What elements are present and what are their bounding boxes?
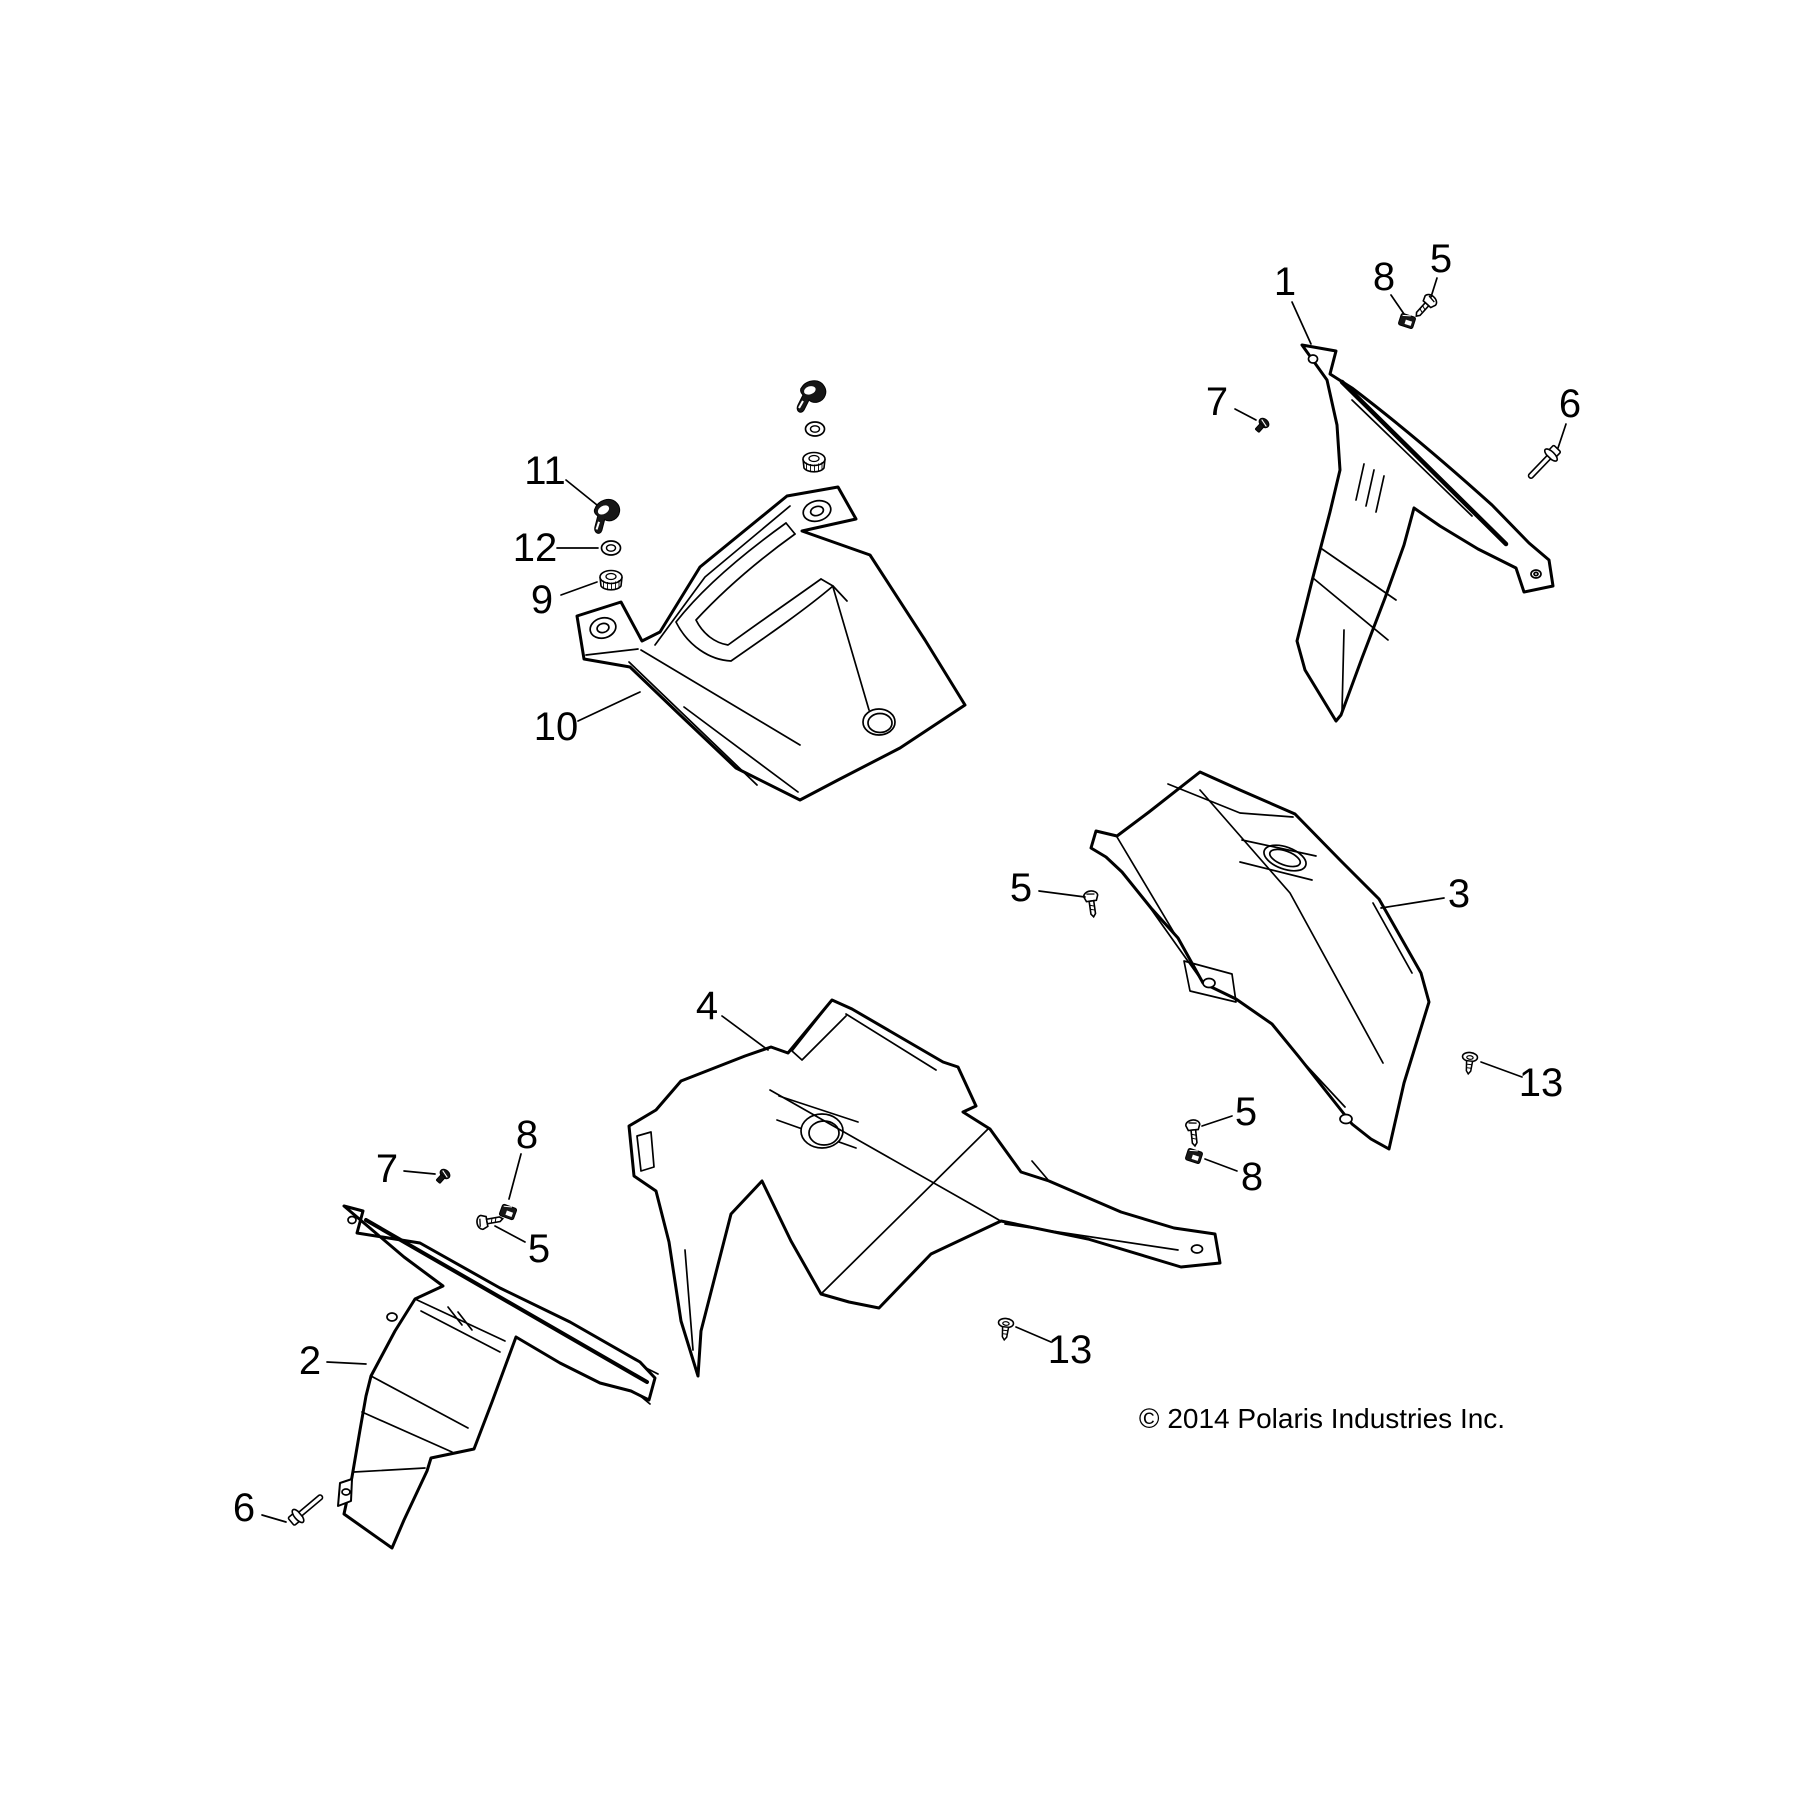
callout-label-8: 8 — [1241, 1155, 1263, 1199]
callout-label-7: 7 — [376, 1147, 398, 1191]
hex-bolt-icon — [285, 1489, 328, 1529]
screw-icon — [1410, 291, 1440, 322]
washer-icon — [600, 540, 622, 556]
callout-label-11: 11 — [524, 449, 566, 493]
part-3-mount-hole — [1339, 1113, 1353, 1125]
part-4-mount-hole — [1190, 1244, 1204, 1254]
callout-label-8: 8 — [1373, 255, 1395, 299]
callout-leader-line — [560, 581, 598, 596]
callout-leader-line — [1291, 301, 1312, 345]
part-3-outline — [1089, 770, 1431, 1151]
callout-label-2: 2 — [299, 1339, 321, 1383]
callout-leader-line — [326, 1361, 367, 1365]
callout-leader-line — [1038, 890, 1086, 898]
well-nut-icon — [599, 569, 623, 591]
washer-icon — [804, 421, 826, 437]
callout-leader-line — [1234, 408, 1257, 421]
well-nut-icon — [802, 451, 826, 473]
callout-leader-line — [508, 1153, 522, 1200]
part-3-fender-panel — [1089, 770, 1431, 1151]
callout-leader-line — [1201, 1115, 1233, 1127]
callout-label-8: 8 — [516, 1113, 538, 1157]
retaining-clip-icon — [796, 379, 827, 414]
part-2-mount-hole — [347, 1215, 357, 1225]
callout-label-5: 5 — [1010, 866, 1032, 910]
callout-leader-line — [494, 1225, 526, 1243]
callout-label-4: 4 — [696, 984, 718, 1028]
push-rivet-icon — [995, 1316, 1015, 1342]
barrel-nut-icon — [1184, 1147, 1204, 1165]
part-1-edge-stripe — [1339, 379, 1509, 547]
callout-label-13: 13 — [1048, 1328, 1093, 1372]
callout-label-9: 9 — [531, 578, 553, 622]
callout-leader-line — [1204, 1158, 1238, 1172]
callout-label-3: 3 — [1448, 872, 1470, 916]
callout-label-5: 5 — [1235, 1090, 1257, 1134]
part-10-hood-cover — [575, 485, 967, 802]
hex-bolt-icon — [1522, 442, 1564, 484]
rivet-icon — [433, 1166, 453, 1187]
callout-label-1: 1 — [1274, 260, 1296, 304]
part-4-center-panel — [627, 998, 1222, 1378]
callout-label-7: 7 — [1206, 380, 1228, 424]
callout-label-12: 12 — [513, 526, 558, 570]
callout-label-6: 6 — [233, 1486, 255, 1530]
part-2-outline — [342, 1204, 657, 1550]
part-2-fender-panel — [337, 1204, 659, 1550]
screw-icon — [1184, 1118, 1203, 1148]
screw-icon — [1082, 889, 1102, 919]
callout-leader-line — [403, 1170, 436, 1175]
part-1-fender-panel — [1295, 343, 1555, 723]
callout-leader-line — [721, 1015, 769, 1051]
part-1-mount-hole — [1307, 354, 1319, 364]
barrel-nut-icon — [1397, 312, 1417, 330]
parts-layer — [337, 343, 1555, 1550]
callout-leader-line — [1480, 1061, 1523, 1078]
part-1-outline — [1295, 343, 1555, 723]
push-rivet-icon — [1459, 1050, 1479, 1076]
callout-leader-line — [565, 479, 598, 506]
callout-label-5: 5 — [528, 1227, 550, 1271]
callout-label-13: 13 — [1519, 1061, 1564, 1105]
part-4-outline — [627, 998, 1222, 1378]
part-2-edge-stripe — [364, 1218, 649, 1384]
callout-leader-line — [1380, 897, 1445, 909]
callout-leader-line — [1015, 1326, 1052, 1343]
callout-leader-line — [1557, 423, 1567, 449]
part-10-recess — [675, 522, 848, 662]
callout-label-6: 6 — [1559, 382, 1581, 426]
callout-leader-line — [261, 1514, 287, 1523]
callout-label-5: 5 — [1430, 237, 1452, 281]
callout-leader-line — [1430, 277, 1438, 298]
callout-leader-line — [1390, 294, 1405, 315]
callout-leader-line — [577, 691, 641, 722]
copyright-text: © 2014 Polaris Industries Inc. — [1139, 1403, 1505, 1434]
callout-label-10: 10 — [534, 705, 579, 749]
